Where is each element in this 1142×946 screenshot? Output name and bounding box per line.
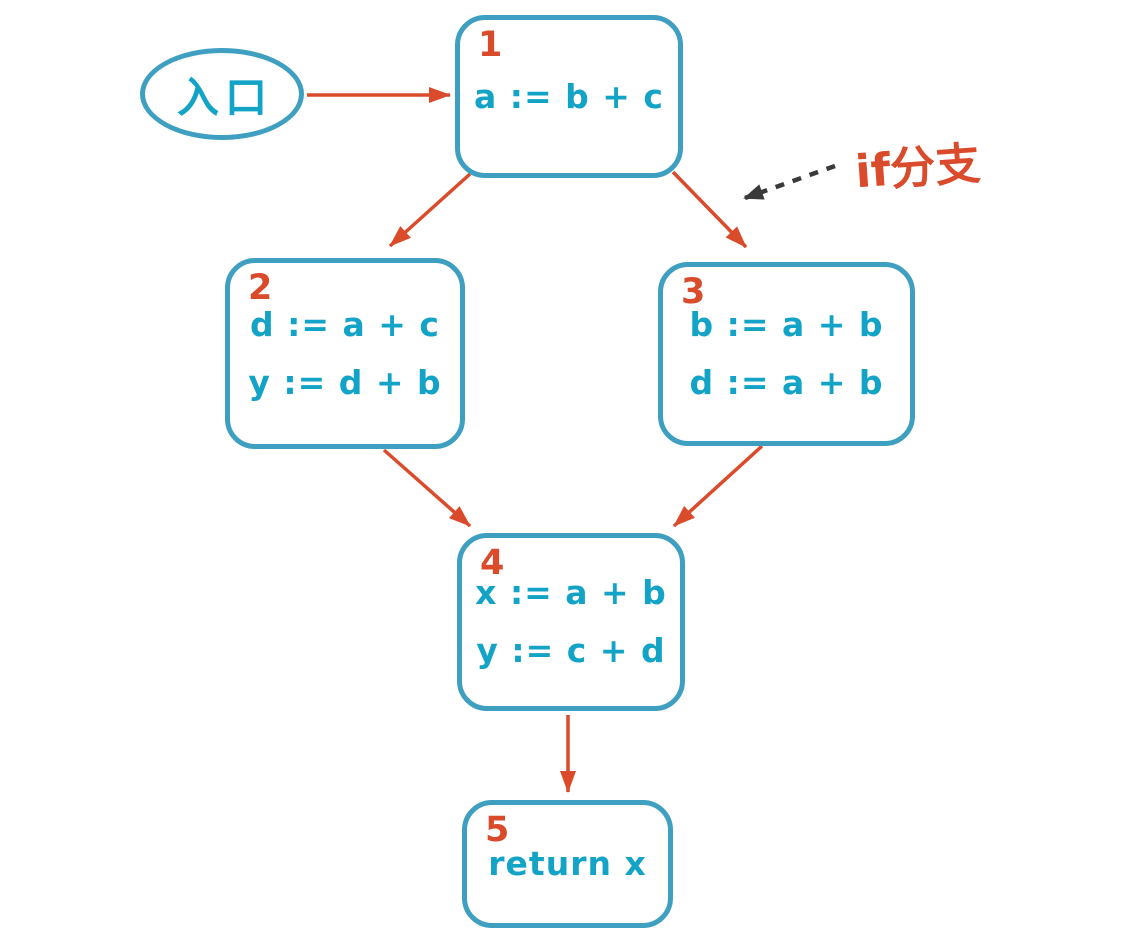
block-number: 3 <box>681 272 706 312</box>
code-line: d := a + c <box>250 304 440 344</box>
basic-block-5: 5 return x <box>462 800 673 928</box>
code-line: a := b + c <box>474 76 664 116</box>
basic-block-2: 2 d := a + c y := d + b <box>225 258 465 449</box>
basic-block-4: 4 x := a + b y := c + d <box>457 533 685 711</box>
annotation-arrow <box>743 163 836 201</box>
code-line: y := d + b <box>248 362 442 402</box>
code-line: x := a + b <box>475 573 667 612</box>
block-number: 5 <box>485 810 510 850</box>
basic-block-3: 3 b := a + b d := a + b <box>658 262 915 446</box>
block-number: 2 <box>248 268 273 308</box>
edge-1-to-3 <box>671 170 748 249</box>
edge-3-to-4 <box>672 444 764 528</box>
code-line: d := a + b <box>689 363 884 402</box>
edge-1-to-2 <box>388 172 472 248</box>
entry-node: 入口 <box>140 48 304 140</box>
basic-block-1: 1 a := b + c <box>455 15 683 178</box>
code-line: return x <box>488 844 647 883</box>
edge-2-to-4 <box>382 448 472 528</box>
entry-label: 入口 <box>176 72 273 122</box>
block-number: 4 <box>480 543 505 583</box>
code-line: b := a + b <box>689 305 884 344</box>
code-line: y := c + d <box>476 631 666 670</box>
if-branch-annotation: if分支 <box>853 136 982 199</box>
block-number: 1 <box>478 25 503 65</box>
